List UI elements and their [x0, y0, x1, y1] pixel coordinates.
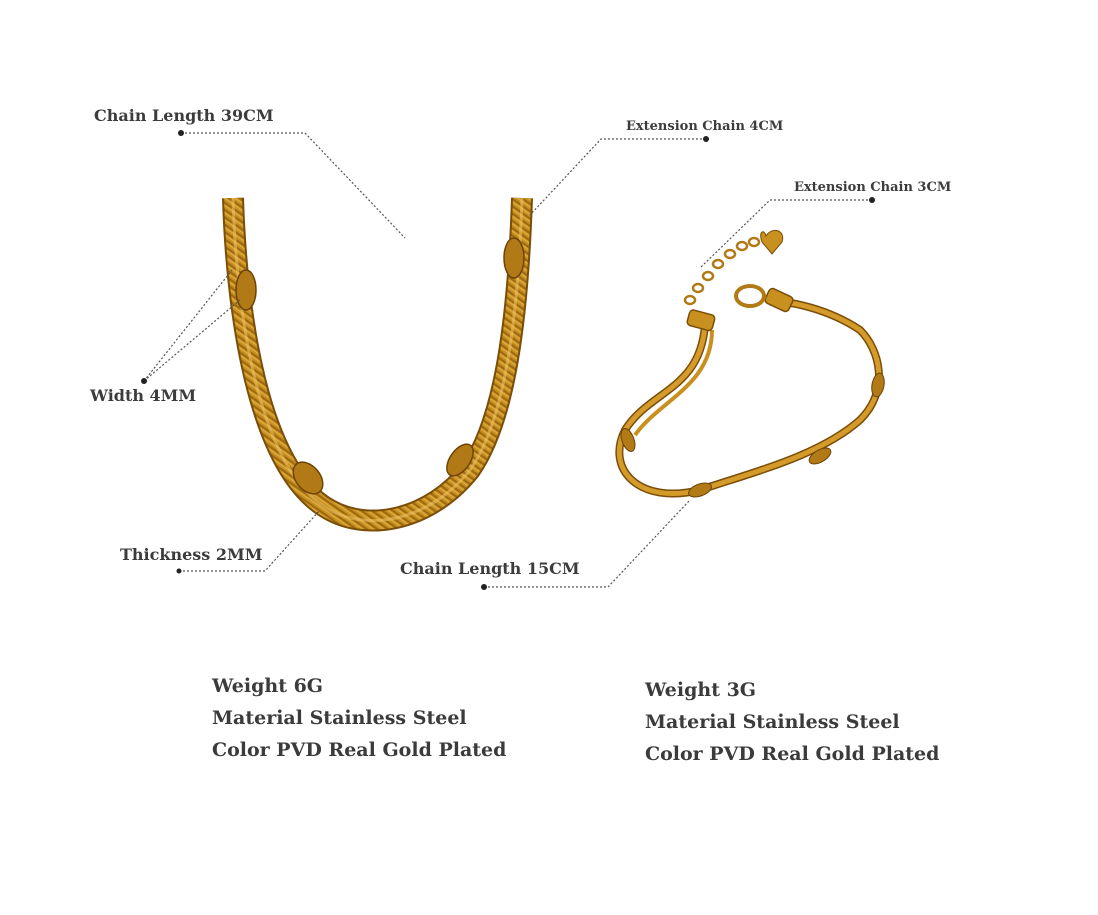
bracelet-specs: Weight 3G Material Stainless Steel Color…: [645, 674, 939, 770]
leader-lines: [143, 132, 872, 588]
necklace-station-4: [446, 443, 474, 477]
necklace-extension-label: Extension Chain 4CM: [626, 119, 784, 134]
bracelet-extension-label: Extension Chain 3CM: [794, 180, 952, 195]
necklace-weight: Weight 6G: [212, 675, 324, 697]
necklace-chain-length-label: Chain Length 39CM: [94, 106, 274, 125]
leader-dots: [141, 130, 875, 590]
bracelet-weight: Weight 3G: [645, 679, 757, 701]
necklace-specs: Weight 6G Material Stainless Steel Color…: [212, 670, 506, 766]
necklace-color: Color PVD Real Gold Plated: [212, 739, 507, 761]
bracelet-color: Color PVD Real Gold Plated: [645, 743, 940, 765]
bracelet-chain-length-label: Chain Length 15CM: [400, 559, 580, 578]
necklace-station-2: [503, 237, 525, 279]
necklace-width-label: Width 4MM: [90, 386, 197, 405]
necklace-material: Material Stainless Steel: [212, 707, 467, 729]
necklace-image: [222, 197, 533, 532]
necklace-thickness-label: Thickness 2MM: [120, 545, 263, 564]
necklace-station-1: [235, 269, 257, 311]
necklace-station-3: [292, 461, 324, 495]
bracelet-material: Material Stainless Steel: [645, 711, 900, 733]
bracelet-image: [615, 229, 885, 498]
